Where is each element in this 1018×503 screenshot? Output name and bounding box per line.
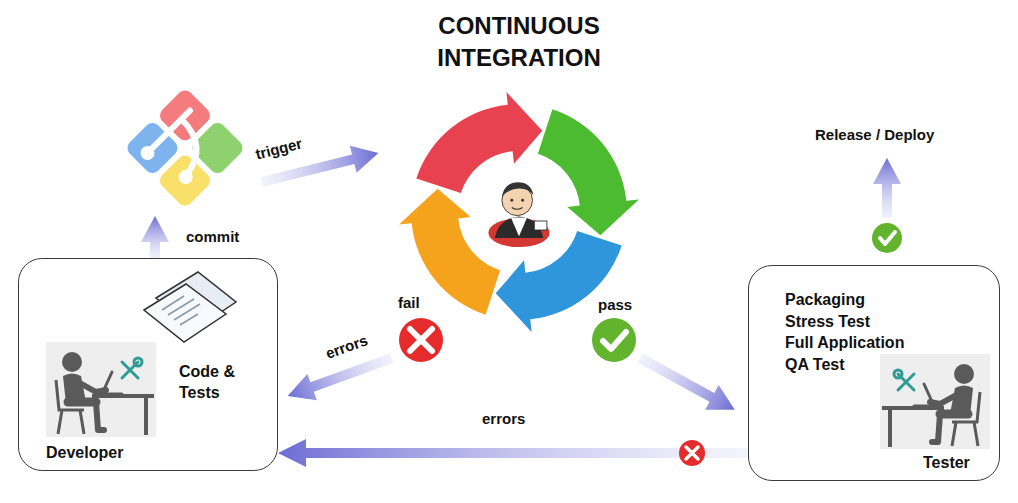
test-step: Packaging xyxy=(785,289,865,310)
arrow-label: errors xyxy=(323,331,370,363)
stage-label: Release / Deploy xyxy=(815,126,934,144)
code-tests-text: Code & Tests xyxy=(179,361,245,403)
error-icon xyxy=(686,447,698,459)
flow-arrow xyxy=(278,439,748,467)
jenkins-butler xyxy=(534,221,547,230)
git-logo xyxy=(157,119,212,174)
test-step: Full Application xyxy=(785,332,904,353)
error-icon xyxy=(679,440,705,466)
cycle-green xyxy=(538,109,639,235)
fail-icon xyxy=(399,318,443,362)
tester-box: PackagingStress TestFull ApplicationQA T… xyxy=(748,265,1000,481)
jenkins-butler xyxy=(488,182,549,247)
pass-icon xyxy=(592,318,636,362)
git-logo xyxy=(138,143,158,163)
fail-icon xyxy=(399,318,443,362)
role-name: Tester xyxy=(923,452,970,473)
developer-box: Code & TestsDeveloper xyxy=(18,258,278,471)
release-check-icon xyxy=(880,232,895,244)
release-check-icon xyxy=(872,223,902,253)
cycle-red xyxy=(416,92,542,193)
arrow-label: trigger xyxy=(254,135,304,164)
documents-icon xyxy=(144,284,226,342)
release-check-icon xyxy=(872,223,902,253)
flow-arrows xyxy=(141,139,901,422)
test-step: Stress Test xyxy=(785,311,870,332)
status-label: fail xyxy=(398,294,420,312)
role-name: Developer xyxy=(46,442,123,463)
ci-cycle xyxy=(399,92,639,332)
jenkins-butler xyxy=(511,217,527,236)
git-logo xyxy=(124,87,246,209)
edge-label: errors xyxy=(480,410,527,428)
documents-icon xyxy=(162,296,200,325)
test-step: QA Test xyxy=(785,354,845,375)
commit-arrow xyxy=(141,216,169,258)
tester-figure xyxy=(880,354,990,449)
documents-icon xyxy=(144,272,236,342)
diagram-title: CONTINUOUS INTEGRATION xyxy=(369,10,669,74)
jenkins-butler xyxy=(510,199,513,202)
developer-figure xyxy=(46,342,156,437)
pass-icon xyxy=(592,318,636,362)
pass-arrow xyxy=(633,346,741,422)
git-logo xyxy=(176,167,196,187)
jenkins-butler xyxy=(521,199,524,202)
arrow-label: commit xyxy=(186,228,239,246)
fail-icon xyxy=(410,329,432,351)
error-icon xyxy=(679,440,705,466)
jenkins-butler xyxy=(512,208,523,210)
release-arrow xyxy=(873,158,901,218)
jenkins-butler xyxy=(502,182,534,196)
status-label: pass xyxy=(598,296,632,314)
pass-icon xyxy=(603,332,626,349)
